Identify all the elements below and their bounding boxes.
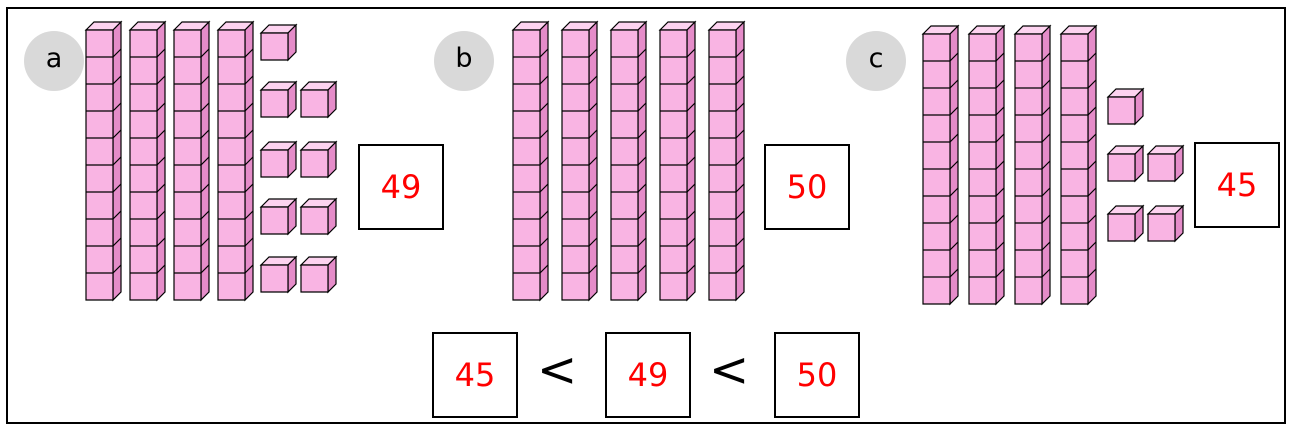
compare-box-3: 50 [774,332,860,418]
compare-box-2: 49 [605,332,691,418]
ten-rod-b-1 [511,20,550,302]
value-box-a: 49 [358,144,444,230]
one-cube-a-6 [259,197,298,236]
ten-rod-c-2 [967,24,1006,306]
less-than-sign-1: < [537,342,578,398]
one-cube-c-5 [1146,204,1185,243]
ten-rod-b-2 [560,20,599,302]
label-badge-a: a [24,31,84,91]
less-than-sign-2: < [709,342,750,398]
one-cube-c-1 [1106,87,1145,126]
value-box-c: 45 [1194,142,1280,228]
ten-rod-b-5 [707,20,746,302]
ten-rod-a-1 [84,20,123,302]
ten-rod-a-2 [128,20,167,302]
label-badge-b: b [434,31,494,91]
label-badge-c: c [846,31,906,91]
ten-rod-c-1 [921,24,960,306]
value-box-b: 50 [764,144,850,230]
ten-rod-a-3 [172,20,211,302]
one-cube-a-9 [299,255,338,294]
ten-rod-b-3 [609,20,648,302]
ten-rod-b-4 [658,20,697,302]
one-cube-a-7 [299,197,338,236]
ten-rod-c-4 [1059,24,1098,306]
one-cube-a-2 [259,80,298,119]
one-cube-a-5 [299,140,338,179]
one-cube-a-8 [259,255,298,294]
compare-box-1: 45 [432,332,518,418]
one-cube-c-2 [1106,144,1145,183]
ten-rod-c-3 [1013,24,1052,306]
one-cube-c-4 [1106,204,1145,243]
ten-rod-a-4 [216,20,255,302]
one-cube-a-3 [299,80,338,119]
one-cube-a-1 [259,23,298,62]
one-cube-c-3 [1146,144,1185,183]
one-cube-a-4 [259,140,298,179]
